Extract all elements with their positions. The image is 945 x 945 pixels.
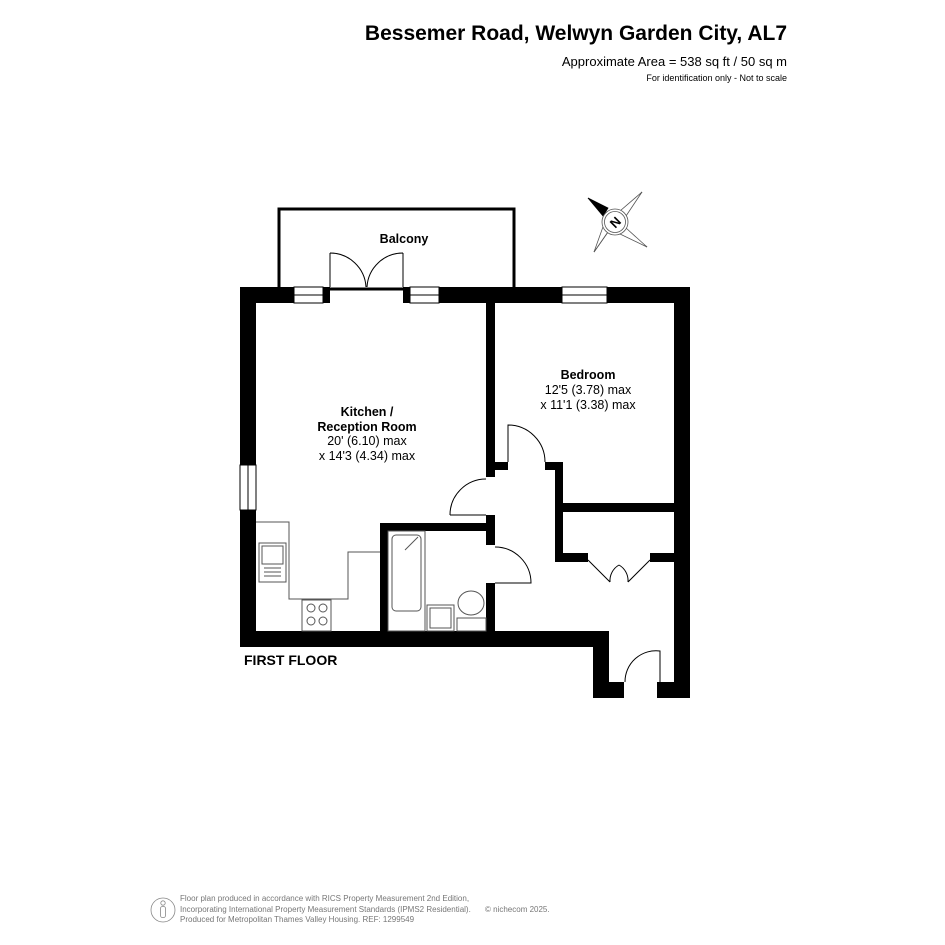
floor-label: FIRST FLOOR [244,652,337,668]
compass-icon: N [587,191,648,253]
footer-copyright: © nichecom 2025. [485,904,550,914]
bedroom-door [507,424,546,463]
bedroom-dim-2: x 11'1 (3.38) max [540,398,636,412]
approximate-area: Approximate Area = 538 sq ft / 50 sq m [561,54,787,69]
footer-line-3: Produced for Metropolitan Thames Valley … [180,915,415,924]
windows [239,286,608,511]
footer-line-1: Floor plan produced in accordance with R… [180,894,470,903]
sink [258,542,287,583]
bathroom-fittings [387,530,487,632]
balcony-label: Balcony [380,232,429,246]
balcony-outline [277,207,516,291]
basin [426,604,455,632]
kitchen-name-1: Kitchen / [341,405,394,419]
person-icon [150,897,176,923]
kitchen-name-2: Reception Room [317,420,416,434]
property-title: Bessemer Road, Welwyn Garden City, AL7 [364,22,787,45]
kitchen-counter [256,521,380,600]
kitchen-door [449,478,487,516]
french-door-left [329,252,367,288]
toilet [457,590,485,616]
french-door-right [366,252,404,288]
bath [387,530,426,632]
bathroom-door [494,546,532,584]
kitchen-dim-1: 20' (6.10) max [327,434,407,448]
outer-walls [240,287,690,698]
bedroom-dim-1: 12'5 (3.78) max [545,383,632,397]
footer-line-2: Incorporating International Property Mea… [180,904,471,914]
doors [329,252,661,683]
kitchen-fittings [256,521,380,632]
entrance-door [624,650,661,683]
kitchen-dim-2: x 14'3 (4.34) max [319,449,416,463]
disclaimer-note: For identification only - Not to scale [646,73,787,83]
footer: Floor plan produced in accordance with R… [180,894,550,926]
cupboard-door-right [618,559,651,583]
cupboard-door-left [587,559,620,583]
interior-walls [380,303,674,631]
bedroom-name: Bedroom [561,368,616,382]
hob [301,599,332,632]
